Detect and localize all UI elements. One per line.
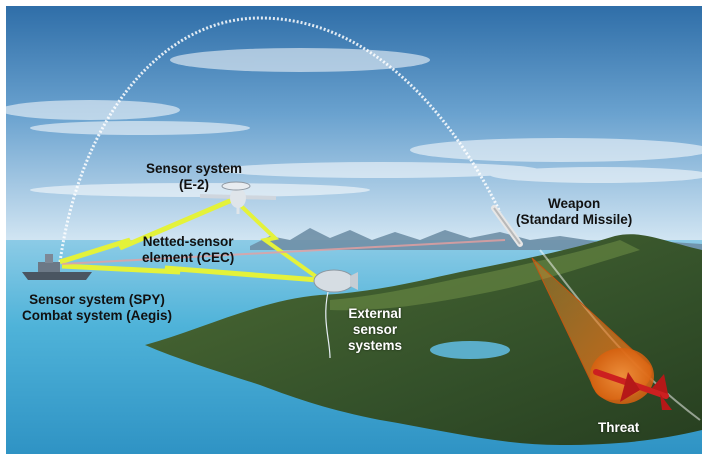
- e2-sensor-label-line1: Sensor system: [146, 161, 243, 176]
- ship-icon: [22, 254, 92, 280]
- lagoon: [430, 341, 510, 359]
- weapon-label-line2: (Standard Missile): [516, 212, 633, 227]
- netted-sensor-label-line1: Netted-sensor: [142, 234, 234, 249]
- missile-icon: [491, 205, 523, 247]
- island-highlight: [330, 240, 640, 311]
- threat-label: Threat: [598, 420, 639, 436]
- netted-sensor-label-line2: element (CEC): [142, 250, 235, 265]
- aerostat-icon: [313, 269, 358, 359]
- weapon-label-line1: Weapon: [548, 196, 601, 211]
- missile-trajectory: [58, 16, 502, 263]
- threat-label-text: Threat: [598, 420, 640, 435]
- external-sensors-line1: External: [348, 306, 402, 321]
- sensor-links: [59, 197, 506, 283]
- external-sensors-label: External sensor systems: [348, 306, 402, 354]
- netted-sensor-label: Netted-sensor element (CEC): [142, 234, 234, 266]
- e2-aircraft-icon: [199, 181, 277, 214]
- link-ship-e2: [59, 197, 233, 265]
- external-sensors-line2: sensor: [352, 322, 398, 337]
- spy-aegis-label: Sensor system (SPY) Combat system (Aegis…: [22, 292, 172, 324]
- link-ship-aerostat: [61, 263, 319, 283]
- e2-sensor-label-line2: (E-2): [179, 177, 210, 192]
- link-ship-missile: [61, 239, 506, 265]
- external-sensors-line3: systems: [348, 338, 403, 353]
- e2-sensor-label: Sensor system (E-2): [146, 161, 242, 193]
- aegis-label: Combat system (Aegis): [22, 308, 173, 323]
- weapon-label: Weapon (Standard Missile): [516, 196, 632, 228]
- link-e2-aerostat: [238, 203, 320, 280]
- clouds: [0, 48, 708, 197]
- threat-aircraft-icon: [593, 369, 672, 410]
- spy-label: Sensor system (SPY): [29, 292, 165, 307]
